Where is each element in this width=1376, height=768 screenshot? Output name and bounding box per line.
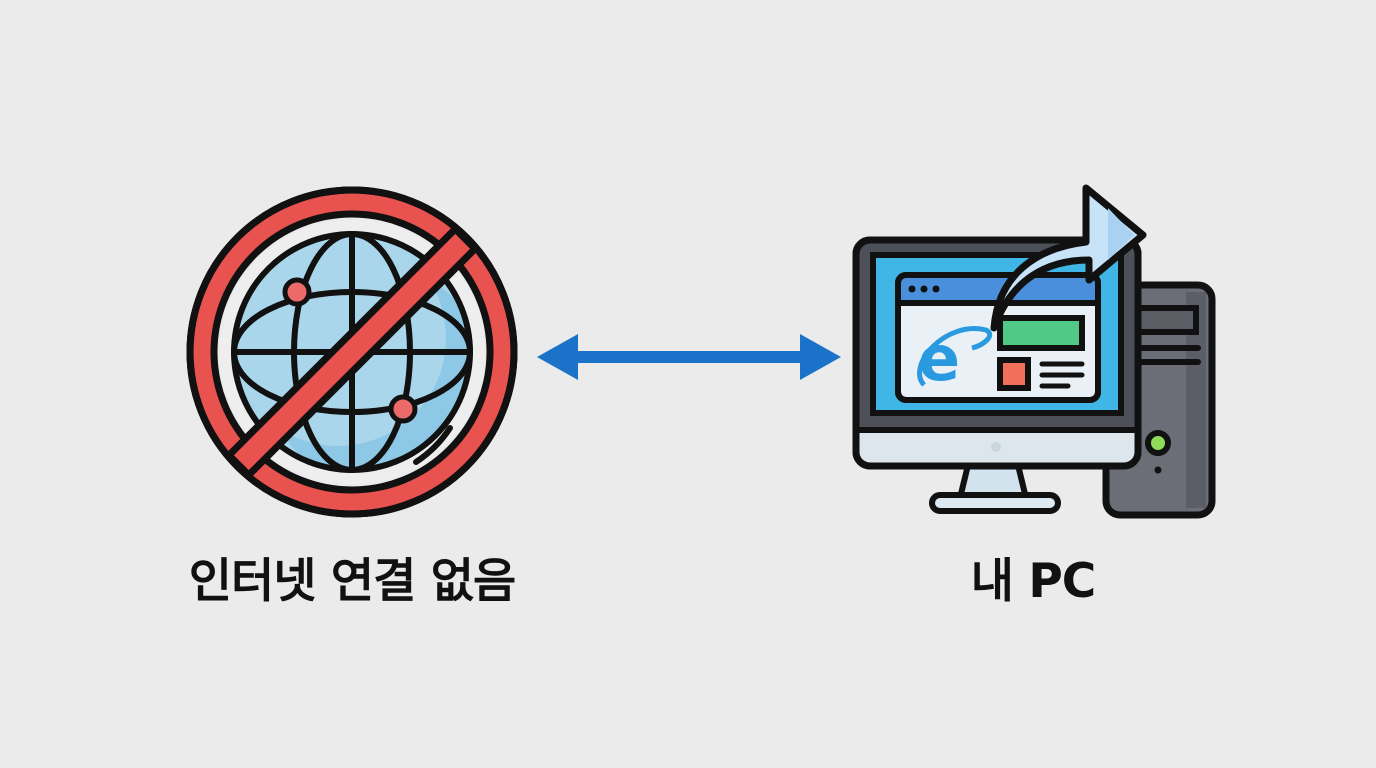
bidirectional-arrow <box>535 330 845 384</box>
no-internet-node <box>178 178 526 526</box>
no-internet-globe-icon <box>186 186 518 518</box>
double-arrow-icon <box>537 334 841 380</box>
share-arrow-icon <box>990 184 1147 332</box>
desktop-pc-with-browser-icon: e <box>852 184 1216 519</box>
internet-explorer-logo-icon: e <box>917 322 993 395</box>
my-pc-label: 내 PC <box>970 554 1097 609</box>
no-internet-label: 인터넷 연결 없음 <box>188 554 516 609</box>
my-pc-node: e <box>846 180 1222 525</box>
